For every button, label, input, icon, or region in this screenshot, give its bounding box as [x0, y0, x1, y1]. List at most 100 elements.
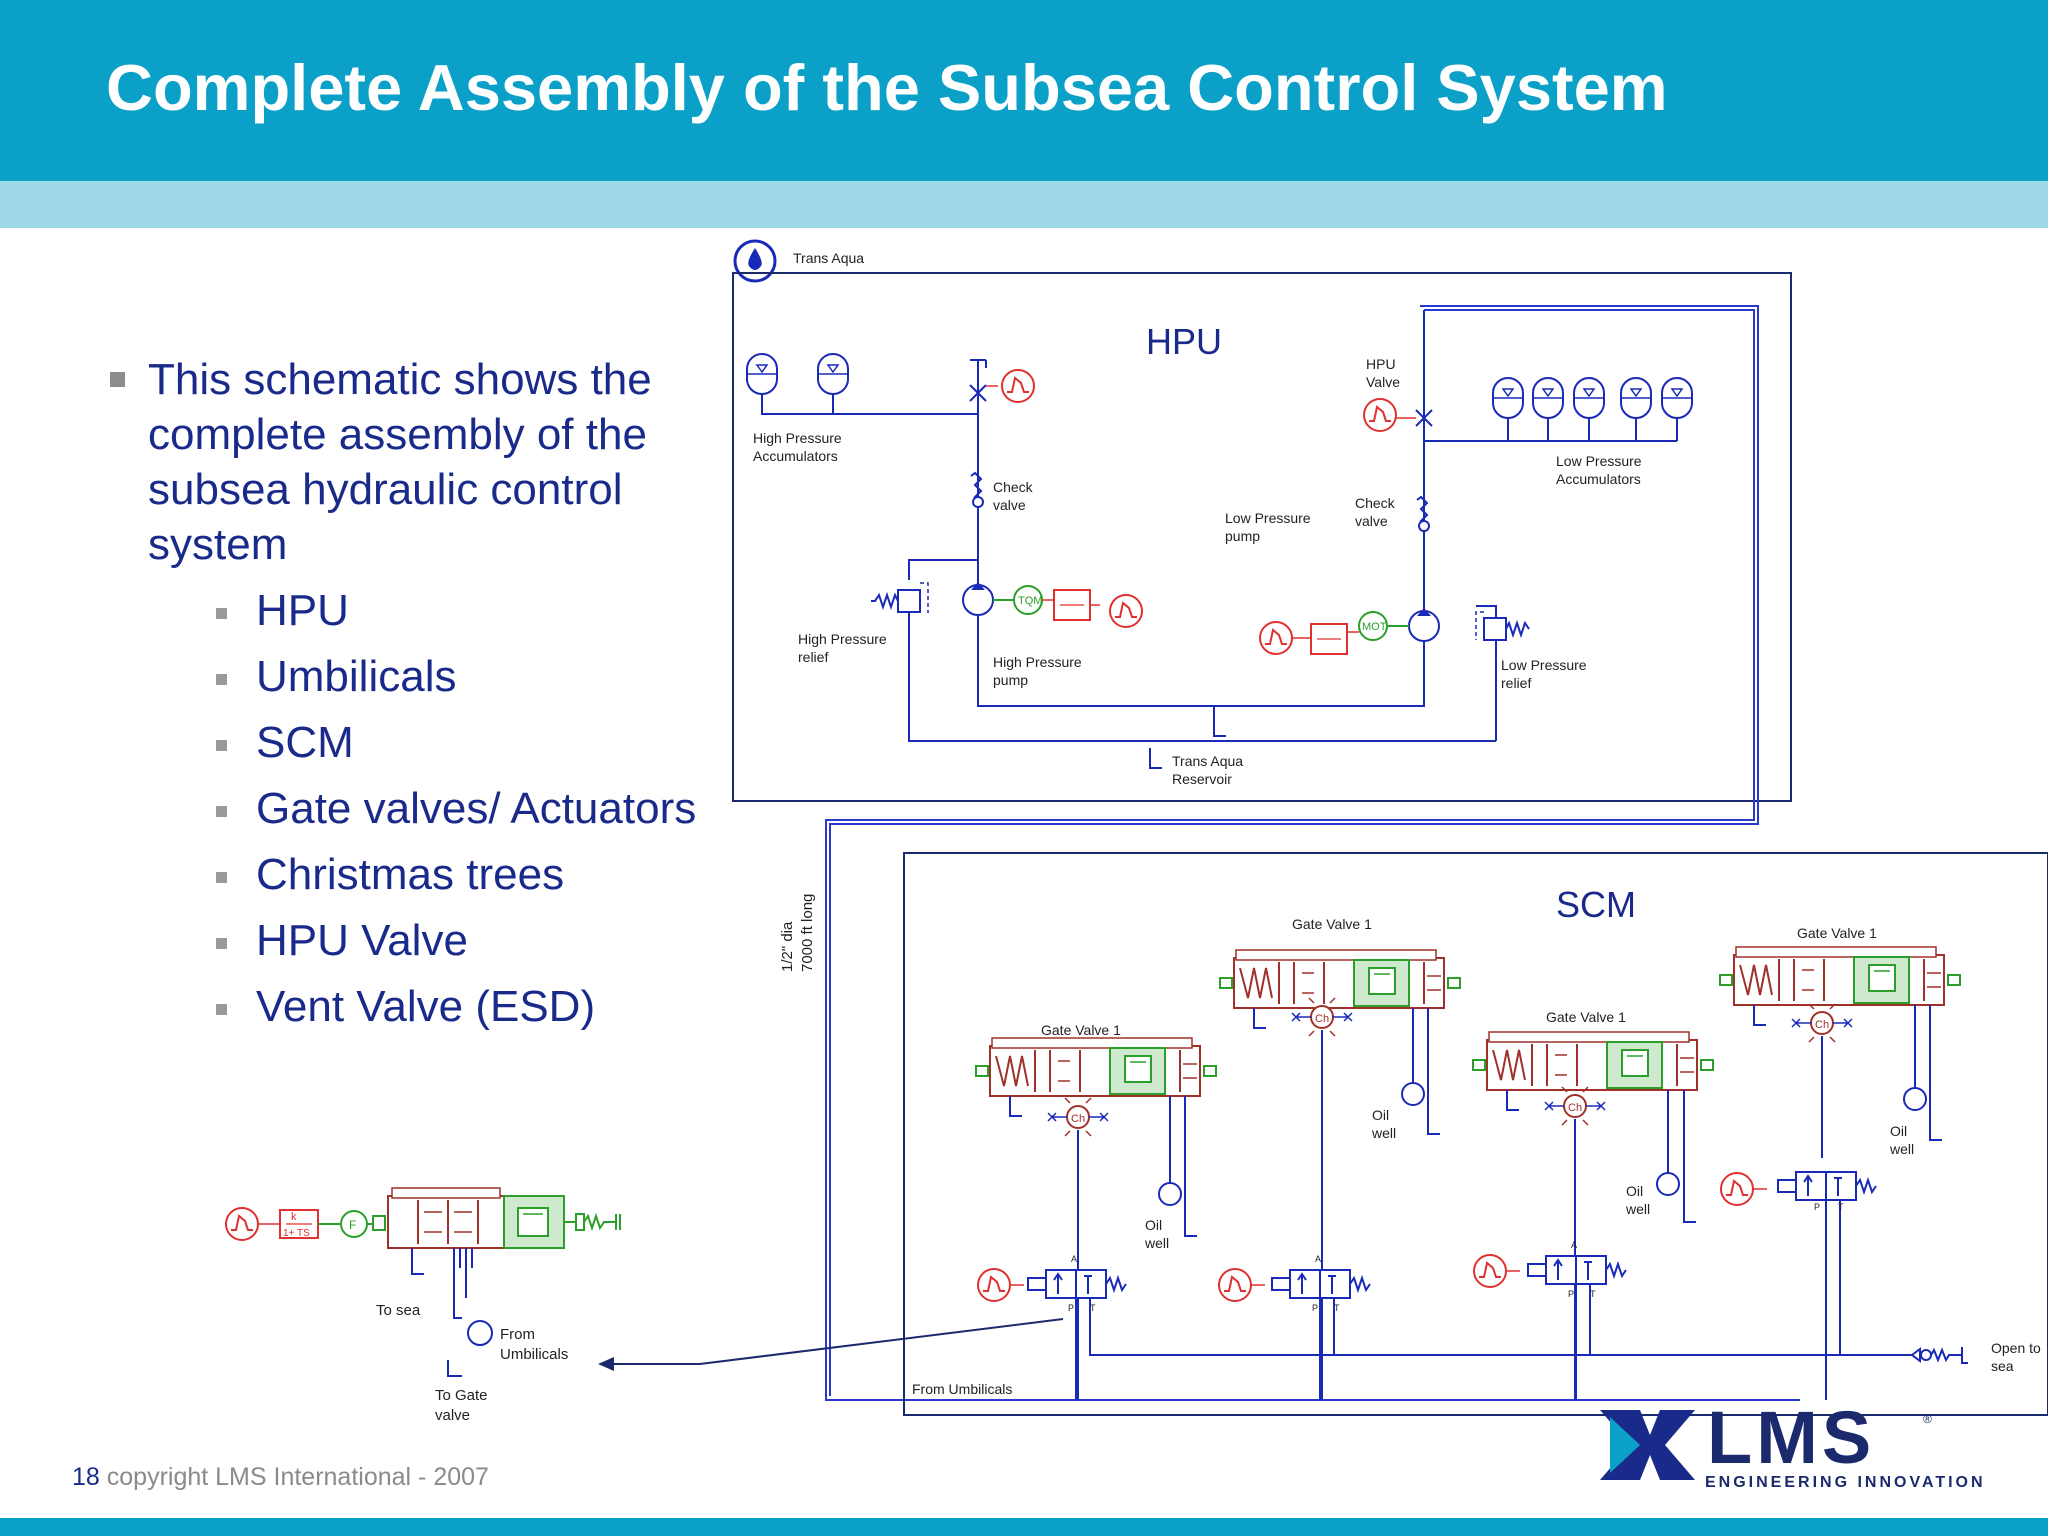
sub-bullet-text: SCM — [256, 718, 354, 767]
dcv-1-t-label: T — [1090, 1303, 1096, 1313]
hp-relief-label-2: relief — [798, 649, 828, 665]
main-bullet: This schematic shows the complete assemb… — [108, 352, 748, 572]
oil-well-label-4b: well — [1889, 1141, 1914, 1157]
hpu-valve-icon — [1363, 310, 1433, 585]
hpu-box — [732, 272, 1792, 802]
detail-ts-label: 1+ TS — [283, 1228, 310, 1239]
sub-bullet-list: HPU Umbilicals SCM Gate valves/ Actuator… — [108, 578, 748, 1040]
bottom-bar — [0, 1518, 2048, 1536]
gate-valve-label-2: Gate Valve 1 — [1292, 916, 1372, 932]
reservoir-label-1: Trans Aqua — [1172, 753, 1243, 769]
hp-pump-label-1: High Pressure — [993, 654, 1082, 670]
dcv-3-t-label: T — [1590, 1289, 1596, 1299]
hp-accumulators-label-1: High Pressure — [753, 430, 842, 446]
sub-bullet-text: Vent Valve (ESD) — [256, 982, 596, 1031]
gate-valve-label-4: Gate Valve 1 — [1797, 925, 1877, 941]
dcv-4-p-label: P — [1814, 1202, 1820, 1212]
dcv-2 — [1218, 1268, 1371, 1400]
check-valve-left-label-2: valve — [993, 497, 1026, 513]
detail-from-umbilicals-2: Umbilicals — [500, 1346, 568, 1363]
check-valve-right-label-1: Check — [1355, 495, 1396, 511]
gate-valve-1 — [975, 1037, 1217, 1117]
detail-to-gate-label-1: To Gate — [435, 1387, 488, 1404]
umbilical-line — [825, 309, 1800, 1401]
hpu-title: HPU — [1146, 321, 1222, 362]
gate-valve-3 — [1472, 1031, 1714, 1111]
registered-mark: ® — [1923, 1412, 1932, 1426]
ch-label-2: Ch — [1315, 1013, 1329, 1025]
detail-k-label: k — [291, 1211, 297, 1223]
pressure-gauge-icon — [1401, 1082, 1425, 1106]
detail-to-sea-label: To sea — [376, 1302, 421, 1319]
detail-pointer-arrow — [598, 1318, 1064, 1371]
sub-bullet-umbilicals: Umbilicals — [108, 644, 748, 710]
check-valve-left-label-1: Check — [993, 479, 1034, 495]
fluid-drop-icon — [733, 239, 777, 283]
logo-tagline: ENGINEERING INNOVATION — [1705, 1474, 1986, 1491]
oil-well-label-3b: well — [1625, 1201, 1650, 1217]
dcv-1 — [977, 1268, 1900, 1400]
lms-logo-text: LMS — [1707, 1405, 1875, 1479]
scm-box — [903, 852, 2048, 1416]
lp-pump-label-2: pump — [1225, 528, 1260, 544]
hp-throttle-icon — [969, 359, 1035, 700]
dcv-1-a-label: A — [1071, 1254, 1077, 1264]
oil-well-label-4a: Oil — [1890, 1123, 1907, 1139]
sub-bullet-scm: SCM — [108, 710, 748, 776]
tqm-label: TQM — [1018, 595, 1042, 607]
hp-accumulators-label-2: Accumulators — [753, 448, 838, 464]
detail-f-label: F — [349, 1218, 356, 1232]
scm-from-umbilicals-label: From Umbilicals — [912, 1381, 1012, 1397]
detail-to-gate-valve-port — [447, 1360, 462, 1377]
bullet-square-icon — [216, 1004, 227, 1015]
sub-bullet-vent-valve: Vent Valve (ESD) — [108, 974, 748, 1040]
footer: 18 copyright LMS International - 2007 — [72, 1463, 489, 1492]
lp-relief-valve-icon — [1475, 605, 1530, 741]
sub-bullet-text: Christmas trees — [256, 850, 565, 899]
pressure-gauge-icon — [1903, 1087, 1927, 1111]
oil-well-label-2b: well — [1371, 1125, 1396, 1141]
lp-pump-label-1: Low Pressure — [1225, 510, 1311, 526]
ch-label-3: Ch — [1568, 1102, 1582, 1114]
dcv-4-t-label: T — [1838, 1202, 1844, 1212]
dcv-1-p-label: P — [1068, 1303, 1074, 1313]
gate-valve-label-1: Gate Valve 1 — [1041, 1022, 1121, 1038]
oil-well-label-2a: Oil — [1372, 1107, 1389, 1123]
open-to-sea-label-1: Open to — [1991, 1340, 2041, 1356]
dcv-3-a-label: A — [1571, 1240, 1577, 1250]
dcv-3-p-label: P — [1568, 1289, 1574, 1299]
check-valve-right-label-2: valve — [1355, 513, 1388, 529]
hp-relief-valve-icon — [871, 559, 1496, 742]
hp-relief-label-1: High Pressure — [798, 631, 887, 647]
gate-valve-4 — [1719, 946, 1961, 1026]
bullet-square-icon — [216, 938, 227, 949]
ch-label-4: Ch — [1815, 1019, 1829, 1031]
detail-gate-valve-assembly — [225, 1187, 621, 1346]
fluid-label: Trans Aqua — [793, 250, 864, 266]
reservoir-icon — [1149, 706, 1226, 769]
lp-accumulators-label-2: Accumulators — [1556, 471, 1641, 487]
lp-accumulators-label-1: Low Pressure — [1556, 453, 1642, 469]
lp-pump-icon — [1259, 585, 1440, 706]
pressure-gauge-icon — [1158, 1182, 1182, 1206]
dcv-2-p-label: P — [1312, 1303, 1318, 1313]
lp-relief-label-2: relief — [1501, 675, 1531, 691]
lms-logo-mark-icon — [1600, 1410, 1695, 1480]
ch-label-1: Ch — [1071, 1113, 1085, 1125]
dcv-4 — [1720, 1171, 1877, 1400]
oil-well-label-1b: well — [1144, 1235, 1169, 1251]
mot-label: MOT — [1362, 621, 1387, 633]
copyright-text: copyright LMS International - 2007 — [106, 1463, 489, 1491]
bullet-square-icon — [110, 372, 125, 387]
umbilical-label-1: 1/2" dia — [779, 921, 796, 972]
bullet-square-icon — [216, 872, 227, 883]
detail-to-gate-label-2: valve — [435, 1407, 470, 1424]
lp-relief-label-1: Low Pressure — [1501, 657, 1587, 673]
sub-bullet-text: Gate valves/ Actuators — [256, 784, 697, 833]
hp-check-valve-icon — [970, 471, 984, 508]
title-underline-band — [0, 181, 2048, 228]
title-bar — [0, 0, 2048, 181]
bullet-square-icon — [216, 608, 227, 619]
hpu-valve-label-1: HPU — [1366, 356, 1396, 372]
